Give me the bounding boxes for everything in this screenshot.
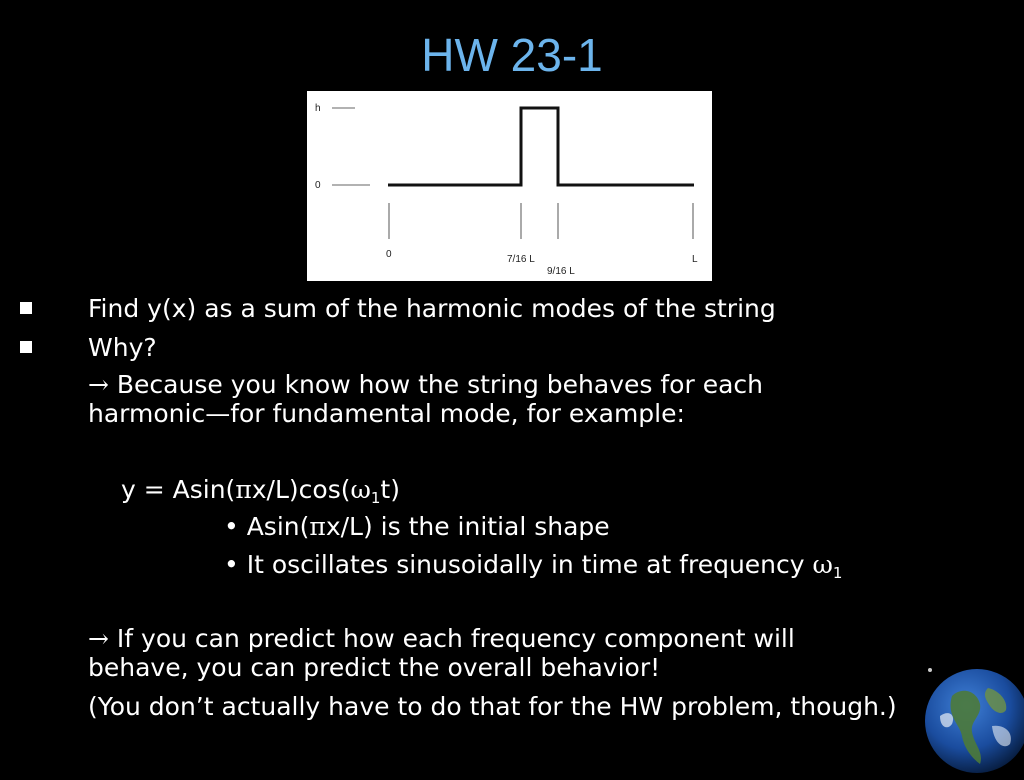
predict-line-cont: behave, you can predict the overall beha… [88, 653, 661, 682]
x-label-L: L [692, 254, 698, 265]
bullet-dot-icon: • [224, 550, 239, 579]
y-label-0: 0 [315, 180, 321, 191]
x-label-7-16: 7/16 L [507, 254, 535, 265]
star-decoration [928, 668, 932, 672]
predict-line: → If you can predict how each frequency … [88, 624, 795, 653]
bullet-dot-icon: • [224, 512, 239, 541]
pulse-diagram: h 0 0 7/16 L 9/16 L L [315, 103, 698, 277]
y-label-h: h [315, 103, 321, 114]
arrow-right-icon: → [88, 370, 109, 399]
bullet-text-find: Find y(x) as a sum of the harmonic modes… [88, 294, 776, 323]
x-label-9-16: 9/16 L [547, 266, 575, 277]
pulse-shape [388, 106, 694, 187]
dot-item-oscillation: • It oscillates sinusoidally in time at … [224, 550, 843, 582]
hw-note: (You don’t actually have to do that for … [88, 692, 897, 721]
equation: y = Asin(πx/L)cos(ω1t) [121, 475, 400, 507]
earth-globe-icon [922, 666, 1024, 776]
bullet-square-icon [20, 341, 34, 355]
bullet-text-why: Why? [88, 333, 157, 362]
x-label-0: 0 [386, 249, 392, 260]
pulse-figure: h 0 0 7/16 L 9/16 L L [307, 91, 712, 281]
because-text: Because you know how the string behaves … [108, 370, 763, 399]
dot-item-initial-shape: • Asin(πx/L) is the initial shape [224, 512, 610, 541]
bullet-square-icon [20, 302, 34, 316]
because-line-cont: harmonic—for fundamental mode, for examp… [88, 399, 685, 428]
arrow-right-icon: → [88, 624, 109, 653]
slide-title: HW 23-1 [421, 29, 603, 81]
because-line: → Because you know how the string behave… [88, 370, 763, 399]
